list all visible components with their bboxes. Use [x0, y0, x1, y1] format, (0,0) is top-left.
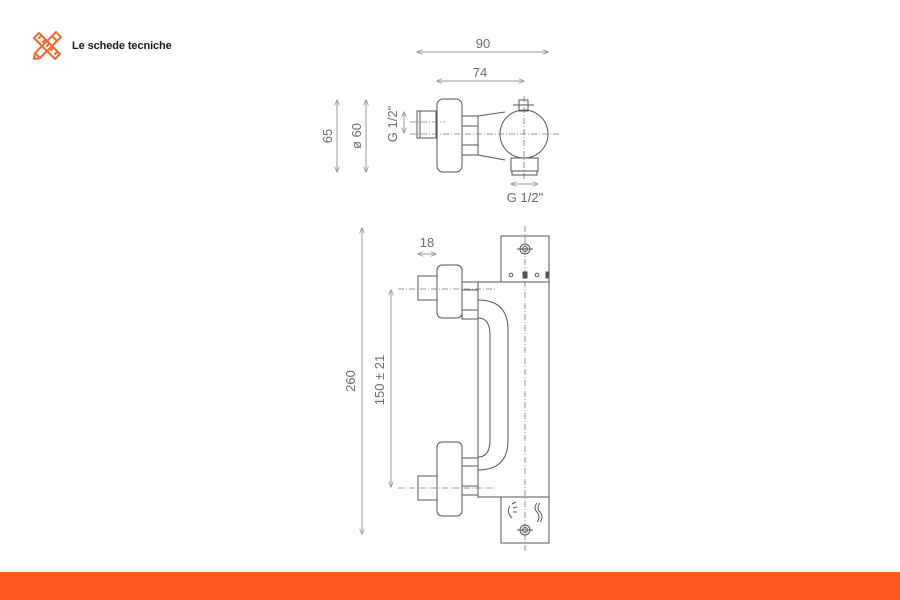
brand-label: Le schede tecniche: [72, 40, 172, 52]
shower-icon: [507, 501, 518, 519]
bolt-icon: [517, 243, 533, 536]
dim-inlet-length: 18: [420, 235, 434, 250]
dim-inlet-spacing: 150 ± 21: [372, 355, 387, 406]
wave-temperature-icon: [534, 502, 540, 523]
pencil-ruler-cross-icon: [33, 31, 62, 60]
brand: Le schede tecniche: [30, 28, 172, 64]
dim-overall-width: 90: [476, 36, 490, 51]
dim-overall-height: 260: [343, 370, 358, 392]
dim-outlet-thread: G 1/2": [507, 190, 544, 205]
dim-diameter: ø 60: [349, 123, 364, 149]
dim-body-width: 74: [473, 65, 487, 80]
footer-bar: [0, 572, 900, 600]
dim-inlet-thread: G 1/2": [385, 105, 400, 142]
temperature-scale: [508, 271, 549, 279]
front-view: 260 150 ± 21 18: [343, 226, 550, 552]
dim-height: 65: [320, 129, 335, 143]
top-view: 90 74 65 ø 60 G 1/2": [320, 36, 560, 205]
